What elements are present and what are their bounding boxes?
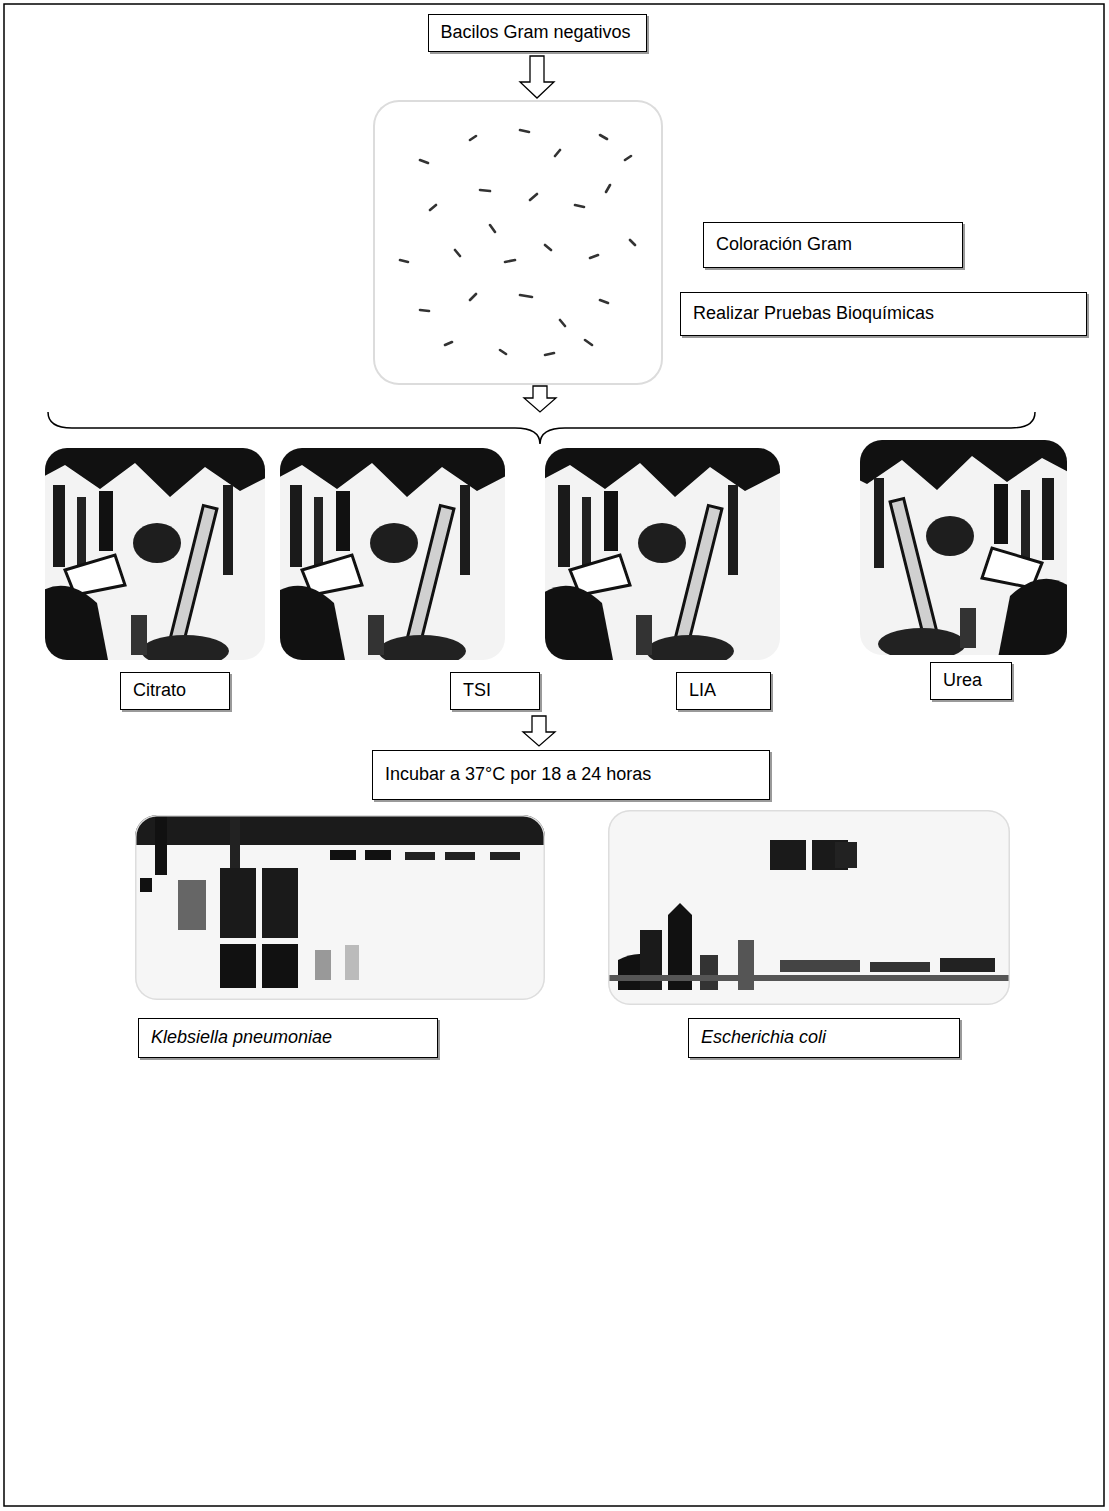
test-photo [45,448,265,660]
label-box: Klebsiella pneumoniae [138,1018,438,1058]
box-label: Klebsiella pneumoniae [151,1027,332,1049]
label-box: Citrato [120,672,230,710]
test-photo [280,448,505,660]
box-label: Citrato [133,680,186,702]
box-label: Bacilos Gram negativos [441,22,631,44]
gram-stain-image [373,100,663,385]
label-box: Realizar Pruebas Bioquímicas [680,292,1087,336]
label-box: TSI [450,672,540,710]
box-label: Incubar a 37°C por 18 a 24 horas [385,764,651,786]
page-frame [4,4,1104,1506]
box-label: Coloración Gram [716,234,852,256]
box-label: LIA [689,680,716,702]
label-box: Coloración Gram [703,222,963,268]
curly-brace [48,412,1035,444]
hollow-arrow [524,386,556,412]
test-photo [860,440,1067,655]
box-label: Urea [943,670,982,692]
hollow-arrow [523,716,555,746]
test-photo [545,448,780,660]
hollow-arrow [520,56,554,98]
result-photo [608,810,1010,1005]
label-box: Bacilos Gram negativos [428,14,647,52]
box-label: Escherichia coli [701,1027,826,1049]
box-label: Realizar Pruebas Bioquímicas [693,303,934,325]
label-box: Escherichia coli [688,1018,960,1058]
box-label: TSI [463,680,491,702]
result-photo [135,815,545,1000]
label-box: LIA [676,672,771,710]
label-box: Urea [930,662,1012,700]
label-box: Incubar a 37°C por 18 a 24 horas [372,750,770,800]
